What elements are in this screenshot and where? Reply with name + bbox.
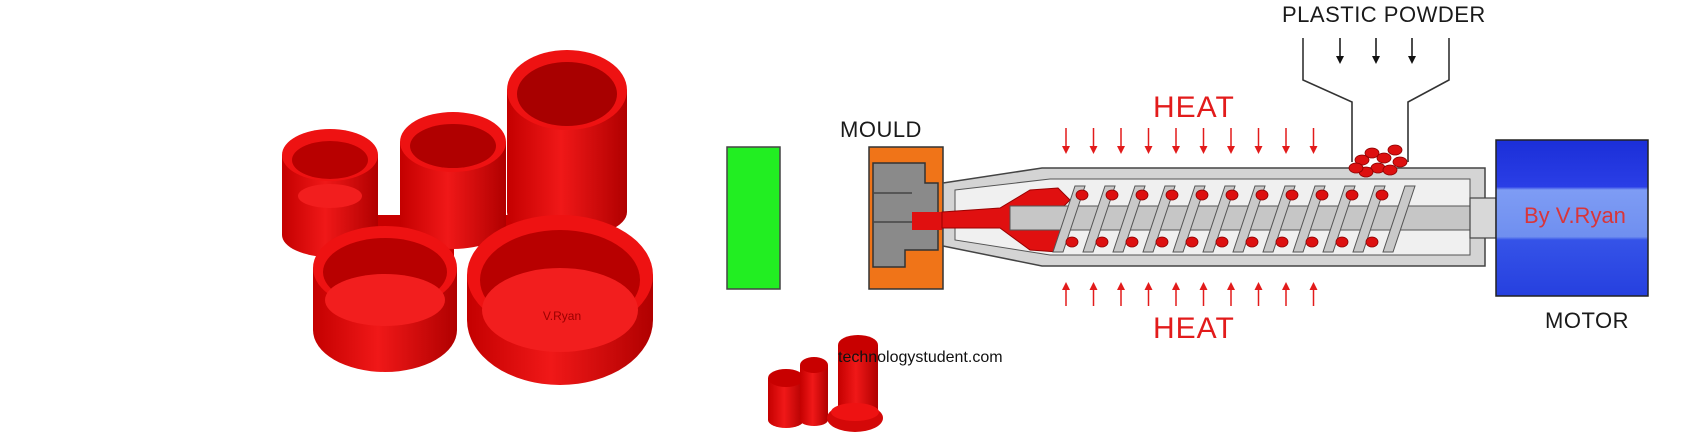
hopper <box>1302 38 1450 178</box>
pellet <box>1185 236 1199 248</box>
pellet <box>1155 236 1169 248</box>
heat-arrow-bottom-head <box>1199 282 1208 290</box>
pellet <box>1375 189 1389 201</box>
screw-flight <box>1082 185 1116 253</box>
heat-arrow-top-head <box>1144 146 1153 154</box>
lid-front-right: V.Ryan <box>467 215 653 385</box>
cup-tall <box>507 50 627 238</box>
pellet <box>1195 189 1209 201</box>
screw-flight <box>1202 185 1236 253</box>
pellet <box>1255 189 1269 201</box>
part-engraving: V.Ryan <box>543 309 581 323</box>
heat-arrow-top-head <box>1254 146 1263 154</box>
screw-flight <box>1172 185 1206 253</box>
heat-arrow-top-head <box>1227 146 1235 154</box>
screw-flight <box>1262 185 1296 253</box>
heat-arrow-top-head <box>1172 146 1180 154</box>
heat-arrow-top-head <box>1089 146 1098 154</box>
heat-arrow-bottom-head <box>1172 282 1180 290</box>
mould <box>868 146 944 290</box>
hopper-arrow-head <box>1372 56 1380 64</box>
pellet <box>1335 236 1349 248</box>
heat-label-bottom: HEAT <box>1153 312 1235 345</box>
hopper-pellet <box>1392 156 1408 168</box>
lid-front-left <box>313 226 457 372</box>
heat-label-top: HEAT <box>1153 91 1235 124</box>
screw-flight <box>1052 185 1086 253</box>
cup-medium <box>400 112 506 249</box>
heat-arrow-bottom-head <box>1254 282 1263 290</box>
screw-flight <box>1352 185 1386 253</box>
moulded-parts-small <box>768 335 883 432</box>
heat-arrow-top-head <box>1062 146 1070 154</box>
pellet <box>1165 189 1179 201</box>
pellet <box>1345 189 1359 201</box>
hopper-pellet <box>1364 147 1380 159</box>
hopper-pellets <box>1348 144 1408 178</box>
moulded-parts-large: V.Ryan <box>282 50 653 385</box>
hopper-pellet <box>1348 162 1364 174</box>
motor-label: MOTOR <box>1545 308 1629 333</box>
heat-arrow-bottom-head <box>1309 282 1318 290</box>
screw-flight <box>1112 185 1146 253</box>
heat-arrow-top-head <box>1117 146 1125 154</box>
pellet <box>1225 189 1239 201</box>
pellet <box>1275 236 1289 248</box>
heat-arrow-bottom-head <box>1117 282 1125 290</box>
screw-flight <box>1322 185 1356 253</box>
heat-arrow-bottom-head <box>1227 282 1235 290</box>
heat-arrows-top <box>1062 128 1318 154</box>
motor <box>1495 139 1649 297</box>
screw-flight <box>1382 185 1416 253</box>
heat-arrow-top-head <box>1309 146 1318 154</box>
barrel <box>941 167 1497 267</box>
pellet <box>1365 236 1379 248</box>
pellet <box>1095 236 1109 248</box>
pellet <box>1315 189 1329 201</box>
heat-arrow-top-head <box>1199 146 1208 154</box>
pellet <box>1075 189 1089 201</box>
screw-flights <box>1052 185 1416 253</box>
heat-arrow-bottom-head <box>1089 282 1098 290</box>
watermark-text: technologystudent.com <box>838 349 1003 366</box>
screw-flight <box>1142 185 1176 253</box>
mould-label: MOULD <box>840 117 922 142</box>
hopper-pellet <box>1387 144 1403 156</box>
pellet <box>1215 236 1229 248</box>
screw-flight <box>1232 185 1266 253</box>
hopper-arrows <box>1336 38 1416 64</box>
plastic-pellets <box>1065 189 1389 248</box>
hopper-arrow-head <box>1408 56 1416 64</box>
author-credit: By V.Ryan <box>1524 203 1626 228</box>
heat-arrows-bottom <box>1062 282 1318 306</box>
pellet <box>1135 189 1149 201</box>
pellet <box>1065 236 1079 248</box>
pellet <box>1105 189 1119 201</box>
closing-block <box>726 146 781 290</box>
pellet <box>1125 236 1139 248</box>
hopper-arrow-head <box>1336 56 1344 64</box>
heat-arrow-bottom-head <box>1282 282 1290 290</box>
heat-arrow-bottom-head <box>1062 282 1070 290</box>
heat-arrow-top-head <box>1282 146 1290 154</box>
screw-flight <box>1292 185 1326 253</box>
heat-arrow-bottom-head <box>1144 282 1153 290</box>
hopper-pellet <box>1382 164 1398 176</box>
plastic-powder-label: PLASTIC POWDER <box>1282 2 1486 27</box>
pellet <box>1245 236 1259 248</box>
pellet <box>1305 236 1319 248</box>
pellet <box>1285 189 1299 201</box>
hopper-pellet <box>1376 152 1392 164</box>
